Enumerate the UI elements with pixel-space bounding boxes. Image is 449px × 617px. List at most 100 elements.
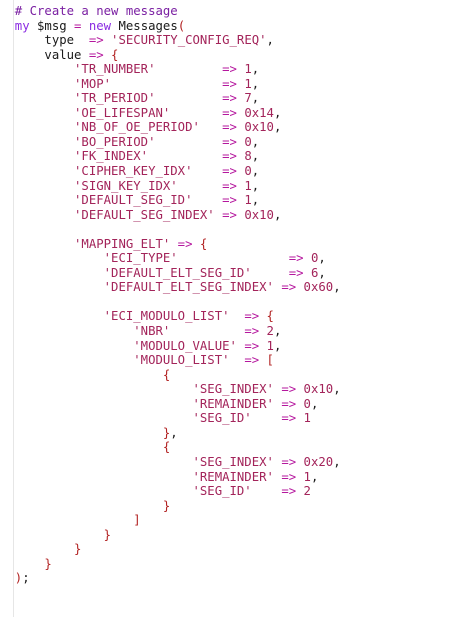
code-token-number: 1	[236, 178, 252, 193]
code-line: 'ECI_MODULO_LIST' => {	[0, 309, 341, 324]
code-token-string: 'SECURITY_CONFIG_REQ'	[103, 33, 267, 48]
code-token-op: =>	[244, 353, 260, 368]
code-token-number: 0x14	[236, 105, 274, 120]
code-token-plain	[200, 120, 222, 134]
code-token-op: =>	[222, 134, 237, 149]
code-line: );	[0, 571, 341, 586]
code-token-number: 2	[259, 324, 274, 339]
code-line: ]	[0, 513, 341, 528]
code-token-string: 'DEFAULT_SEG_INDEX'	[0, 207, 215, 222]
code-token-number: 8	[236, 149, 252, 164]
code-token-op: =>	[222, 207, 237, 222]
code-token-string: 'MODULO_VALUE'	[0, 338, 237, 353]
code-line: 'OE_LIFESPAN' => 0x14,	[0, 106, 341, 121]
code-token-plain: ;	[22, 571, 30, 586]
code-token-op: =>	[288, 251, 304, 266]
code-line: 'TR_NUMBER' => 1,	[0, 62, 341, 77]
editor-gutter-line	[13, 0, 14, 617]
code-line: type => 'SECURITY_CONFIG_REQ',	[0, 33, 341, 48]
code-token-plain: type	[0, 33, 89, 48]
code-token-op: =>	[222, 105, 237, 120]
code-token-plain: ,	[318, 251, 326, 266]
code-line: value => {	[0, 48, 341, 63]
code-token-op: =>	[222, 149, 237, 164]
code-token-plain	[111, 77, 222, 91]
code-token-string: 'REMAINDER'	[0, 469, 274, 484]
code-token-plain: ,	[310, 469, 319, 484]
code-token-bracket: {	[259, 309, 274, 324]
code-token-keyword: new	[88, 18, 112, 33]
code-token-plain: ,	[251, 91, 260, 106]
code-line: 'DEFAULT_SEG_INDEX' => 0x10,	[0, 208, 341, 223]
code-token-bracket: ]	[0, 513, 141, 528]
code-token-bracket: }	[0, 498, 171, 513]
code-line: }	[0, 499, 341, 514]
code-token-plain: ,	[273, 324, 282, 339]
code-token-plain: ,	[251, 62, 260, 77]
code-line: 'MAPPING_ELT' => {	[0, 237, 341, 252]
code-token-plain: ,	[266, 33, 274, 48]
code-token-plain: ,	[170, 425, 178, 440]
code-line: 'DEFAULT_ELT_SEG_INDEX' => 0x60,	[0, 280, 341, 295]
code-token-number: 1	[296, 411, 311, 426]
code-token-string: 'NB_OF_OE_PERIOD'	[0, 120, 200, 135]
code-token-op: =>	[273, 469, 297, 484]
code-token-plain: ,	[333, 454, 341, 469]
code-token-op: =>	[229, 309, 260, 324]
code-token-bracket: }	[0, 542, 82, 557]
code-token-string: 'SEG_INDEX'	[0, 454, 274, 469]
code-token-plain	[170, 106, 222, 120]
code-token-bracket: {	[0, 440, 171, 455]
code-token-plain	[155, 91, 222, 105]
code-token-plain	[252, 266, 289, 280]
code-line: {	[0, 440, 341, 455]
code-token-plain: ,	[318, 265, 326, 280]
code-token-op: =>	[281, 411, 297, 426]
code-token-string: 'SEG_INDEX'	[0, 382, 274, 397]
code-token-bracket: }	[0, 527, 112, 542]
code-token-number: 1	[236, 193, 252, 208]
code-token-string: 'DEFAULT_ELT_SEG_ID'	[0, 265, 252, 280]
code-content[interactable]: # Create a new message my $msg = new Mes…	[0, 4, 341, 586]
code-token-op: =>	[273, 396, 297, 411]
code-token-string: 'ECI_MODULO_LIST'	[0, 309, 230, 324]
code-token-plain: ,	[251, 134, 260, 149]
code-token-op: =>	[244, 338, 260, 353]
code-token-op: =>	[88, 33, 104, 48]
code-line: 'TR_PERIOD' => 7,	[0, 91, 341, 106]
code-token-plain	[215, 208, 222, 222]
code-token-number: 0x10	[236, 120, 274, 135]
code-line: # Create a new message	[0, 4, 341, 19]
code-token-number: 7	[236, 91, 252, 106]
code-token-op: =>	[88, 47, 104, 62]
code-token-op: =>	[281, 484, 297, 499]
code-token-bracket: [	[259, 353, 274, 368]
code-token-string: 'NBR'	[0, 324, 171, 339]
code-token-plain: ,	[251, 193, 260, 208]
code-token-bracket: {	[0, 367, 171, 382]
code-token-number: 0	[296, 396, 311, 411]
code-token-op: =>	[222, 76, 237, 91]
code-token-plain	[193, 164, 223, 178]
code-token-plain: ,	[273, 105, 282, 120]
code-token-string: 'MAPPING_ELT'	[0, 236, 171, 251]
code-token-number: 0x20	[296, 454, 334, 469]
code-token-comment: # Create a new message	[0, 4, 178, 18]
code-token-string: 'CIPHER_KEY_IDX'	[0, 164, 193, 179]
code-line: }	[0, 542, 341, 557]
code-token-op: =>	[244, 324, 260, 339]
code-line: 'DEFAULT_ELT_SEG_ID' => 6,	[0, 266, 341, 281]
code-line: 'NBR' => 2,	[0, 324, 341, 339]
code-token-plain: ,	[273, 207, 282, 222]
code-token-number: 6	[303, 265, 319, 280]
code-token-plain	[252, 484, 282, 498]
code-token-number: 1	[236, 62, 252, 77]
code-token-op: =>	[273, 454, 297, 469]
code-line: my $msg = new Messages(	[0, 19, 341, 34]
code-token-plain: ,	[273, 338, 282, 353]
code-token-op: =>	[170, 236, 193, 251]
code-token-plain: Messages	[111, 18, 178, 33]
code-token-plain: ,	[251, 149, 260, 164]
code-token-op: =>	[222, 62, 237, 77]
